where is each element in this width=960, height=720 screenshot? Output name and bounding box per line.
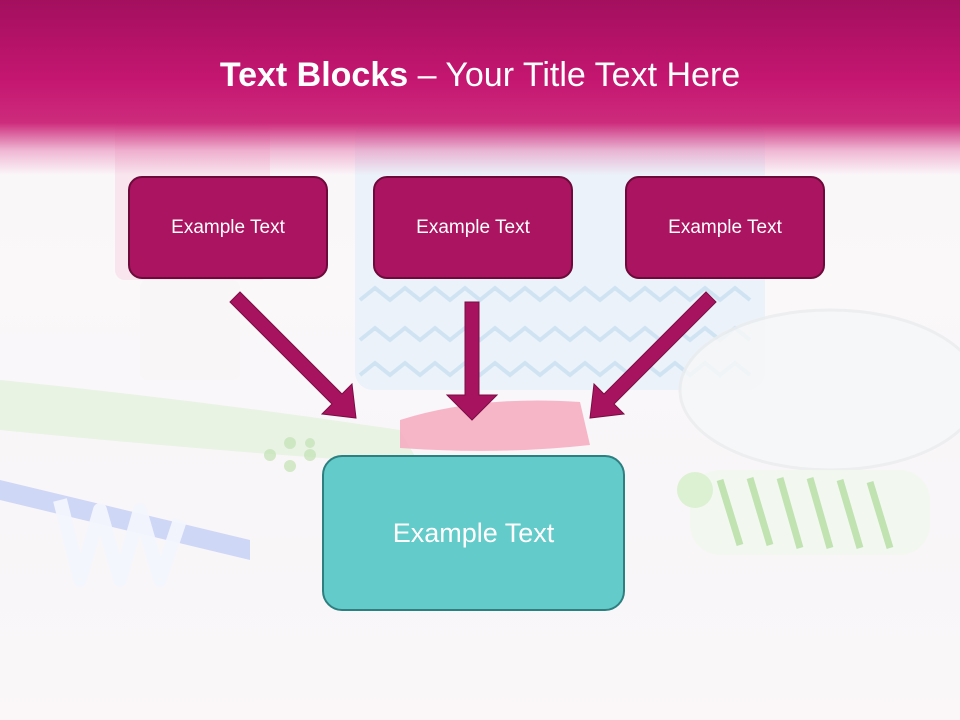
title-bold-part: Text Blocks — [219, 56, 409, 94]
blue-toothbrush-grip — [53, 498, 187, 587]
main-text-block-label: Example Text — [392, 517, 555, 548]
title-separator: – — [408, 56, 446, 94]
text-block-1[interactable]: Example Text — [128, 176, 328, 279]
text-block-2[interactable]: Example Text — [373, 176, 573, 279]
main-text-block[interactable]: Example Text — [322, 455, 625, 611]
arrow-left — [229, 291, 357, 419]
text-block-3-label: Example Text — [668, 216, 782, 238]
bristles — [716, 476, 894, 550]
text-block-1-label: Example Text — [171, 216, 285, 238]
text-block-3[interactable]: Example Text — [625, 176, 825, 279]
arrow-center — [445, 301, 499, 421]
arrow-right — [589, 291, 717, 419]
tube-cap — [140, 280, 240, 380]
title-band — [0, 0, 960, 175]
text-block-2-label: Example Text — [416, 216, 530, 238]
title-rest: Your Title Text Here — [445, 56, 741, 94]
toothpaste-dab — [400, 400, 590, 451]
toothbrush-dots — [264, 437, 316, 472]
green-toothbrush-handle — [0, 380, 420, 465]
toothbrush-button — [677, 472, 713, 508]
slide-title: Text Blocks – Your Title Text Here — [0, 52, 960, 98]
